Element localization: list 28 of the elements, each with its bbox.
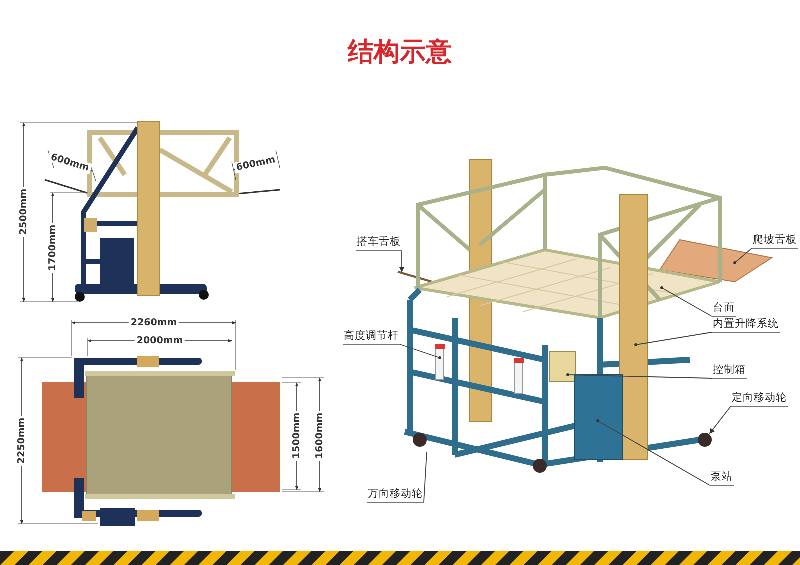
leader-line [399, 250, 405, 273]
leader-line [734, 248, 752, 264]
leader-line [634, 332, 712, 346]
caster-wheel [698, 433, 712, 447]
callout-label: 搭车舌板 [356, 236, 402, 251]
dimension-label: 1600mm [314, 410, 326, 462]
callout-label: 台面 [712, 302, 736, 317]
dimension-label: 1500mm [292, 410, 302, 462]
callout-label: 万向移动轮 [367, 488, 424, 503]
leader-line [596, 420, 710, 486]
title: 结构示意 [348, 36, 452, 70]
dimension-label: 600mm [234, 154, 278, 174]
callout-label: 泵站 [710, 471, 734, 486]
leader-line [400, 344, 442, 360]
callout-label: 内置升降系统 [712, 318, 780, 333]
dimension-label: 2000mm [134, 336, 186, 346]
callout-label: 高度调节杆 [343, 330, 400, 345]
callout-label: 爬坡舌板 [752, 234, 798, 249]
dimension-label: 2260mm [128, 318, 180, 328]
callout-label: 控制箱 [712, 364, 747, 379]
leader-line [709, 406, 732, 434]
dimension-label: 2250mm [16, 416, 28, 466]
leader-line [424, 452, 428, 503]
leader-line [566, 374, 712, 379]
dimension-label: 1700mm [48, 222, 58, 274]
callout-label: 定向移动轮 [731, 392, 788, 407]
dimension-label: 2500mm [18, 186, 30, 238]
leader-line [660, 286, 712, 317]
